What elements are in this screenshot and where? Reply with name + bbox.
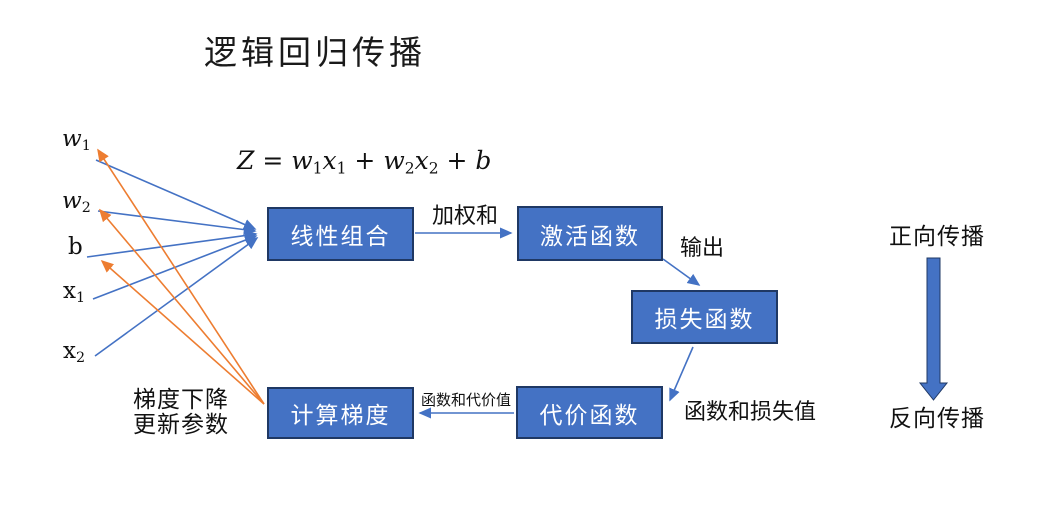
node-label: 代价函数 [539, 401, 640, 428]
formula-part: + b [438, 146, 492, 175]
formula-part: x [414, 146, 429, 175]
page-title: 逻辑回归传播 [204, 34, 426, 71]
node-label: 线性组合 [290, 223, 391, 249]
param-base: w [62, 188, 82, 214]
param-label-w1: w1 [62, 126, 91, 154]
connector-b-to-linear [86, 229, 258, 258]
node-loss-function: 损失函数 [631, 290, 778, 344]
arrow-activation-to-loss [662, 258, 701, 286]
formula-part: + w [346, 146, 405, 175]
edge-label-function-and-cost: 函数和代价值 [421, 392, 512, 409]
param-label-x2: x2 [63, 338, 85, 366]
connector-x1-to-linear [92, 234, 258, 300]
formula-part: Z = w [237, 146, 313, 175]
gradient-descent-note: 梯度下降 更新参数 [133, 387, 229, 437]
node-label: 计算梯度 [290, 402, 391, 428]
formula: Z = w1x1 + w2x2 + b [237, 146, 491, 177]
edge-label-function-and-loss: 函数和损失值 [684, 399, 817, 424]
arrow-loss-to-cost [669, 346, 694, 402]
formula-subscript: 1 [312, 159, 323, 178]
gradient-descent-note-line2: 更新参数 [133, 411, 229, 437]
backward-propagation-label: 反向传播 [889, 405, 985, 431]
connector-w2-to-linear [97, 210, 257, 236]
param-subscript: 1 [75, 289, 86, 306]
param-base: x [63, 278, 76, 304]
formula-subscript: 1 [336, 159, 347, 178]
arrow-gradient-to-b [100, 259, 265, 405]
gradient-descent-note-line1: 梯度下降 [133, 386, 229, 412]
param-label-x1: x1 [63, 278, 85, 306]
node-label: 激活函数 [540, 222, 640, 249]
node-label: 损失函数 [654, 306, 755, 332]
param-base: w [62, 126, 82, 152]
edge-label-output: 输出 [680, 235, 725, 260]
gradient-update-arrows [97, 148, 265, 405]
input-connector-lines [86, 159, 259, 357]
node-activation-function: 激活函数 [517, 206, 663, 261]
param-subscript: 1 [81, 137, 91, 154]
param-base: x [63, 338, 76, 364]
param-label-w2: w2 [62, 188, 91, 216]
edge-label-weighted-sum: 加权和 [432, 203, 499, 228]
arrow-gradient-to-w1 [97, 148, 265, 405]
node-linear-combination: 线性组合 [267, 207, 414, 261]
param-subscript: 2 [75, 349, 86, 366]
connector-w1-to-linear [95, 159, 257, 230]
arrow-gradient-to-w2 [98, 208, 265, 405]
param-label-b: b [68, 234, 83, 262]
formula-part: x [322, 146, 337, 175]
propagation-direction-arrow [918, 257, 949, 401]
connector-x2-to-linear [94, 237, 259, 357]
node-compute-gradient: 计算梯度 [267, 387, 414, 439]
formula-subscript: 2 [404, 159, 415, 178]
formula-subscript: 2 [428, 159, 439, 178]
node-cost-function: 代价函数 [516, 386, 663, 439]
forward-propagation-label: 正向传播 [889, 223, 985, 249]
param-subscript: 2 [81, 199, 91, 216]
param-base: b [68, 234, 83, 260]
